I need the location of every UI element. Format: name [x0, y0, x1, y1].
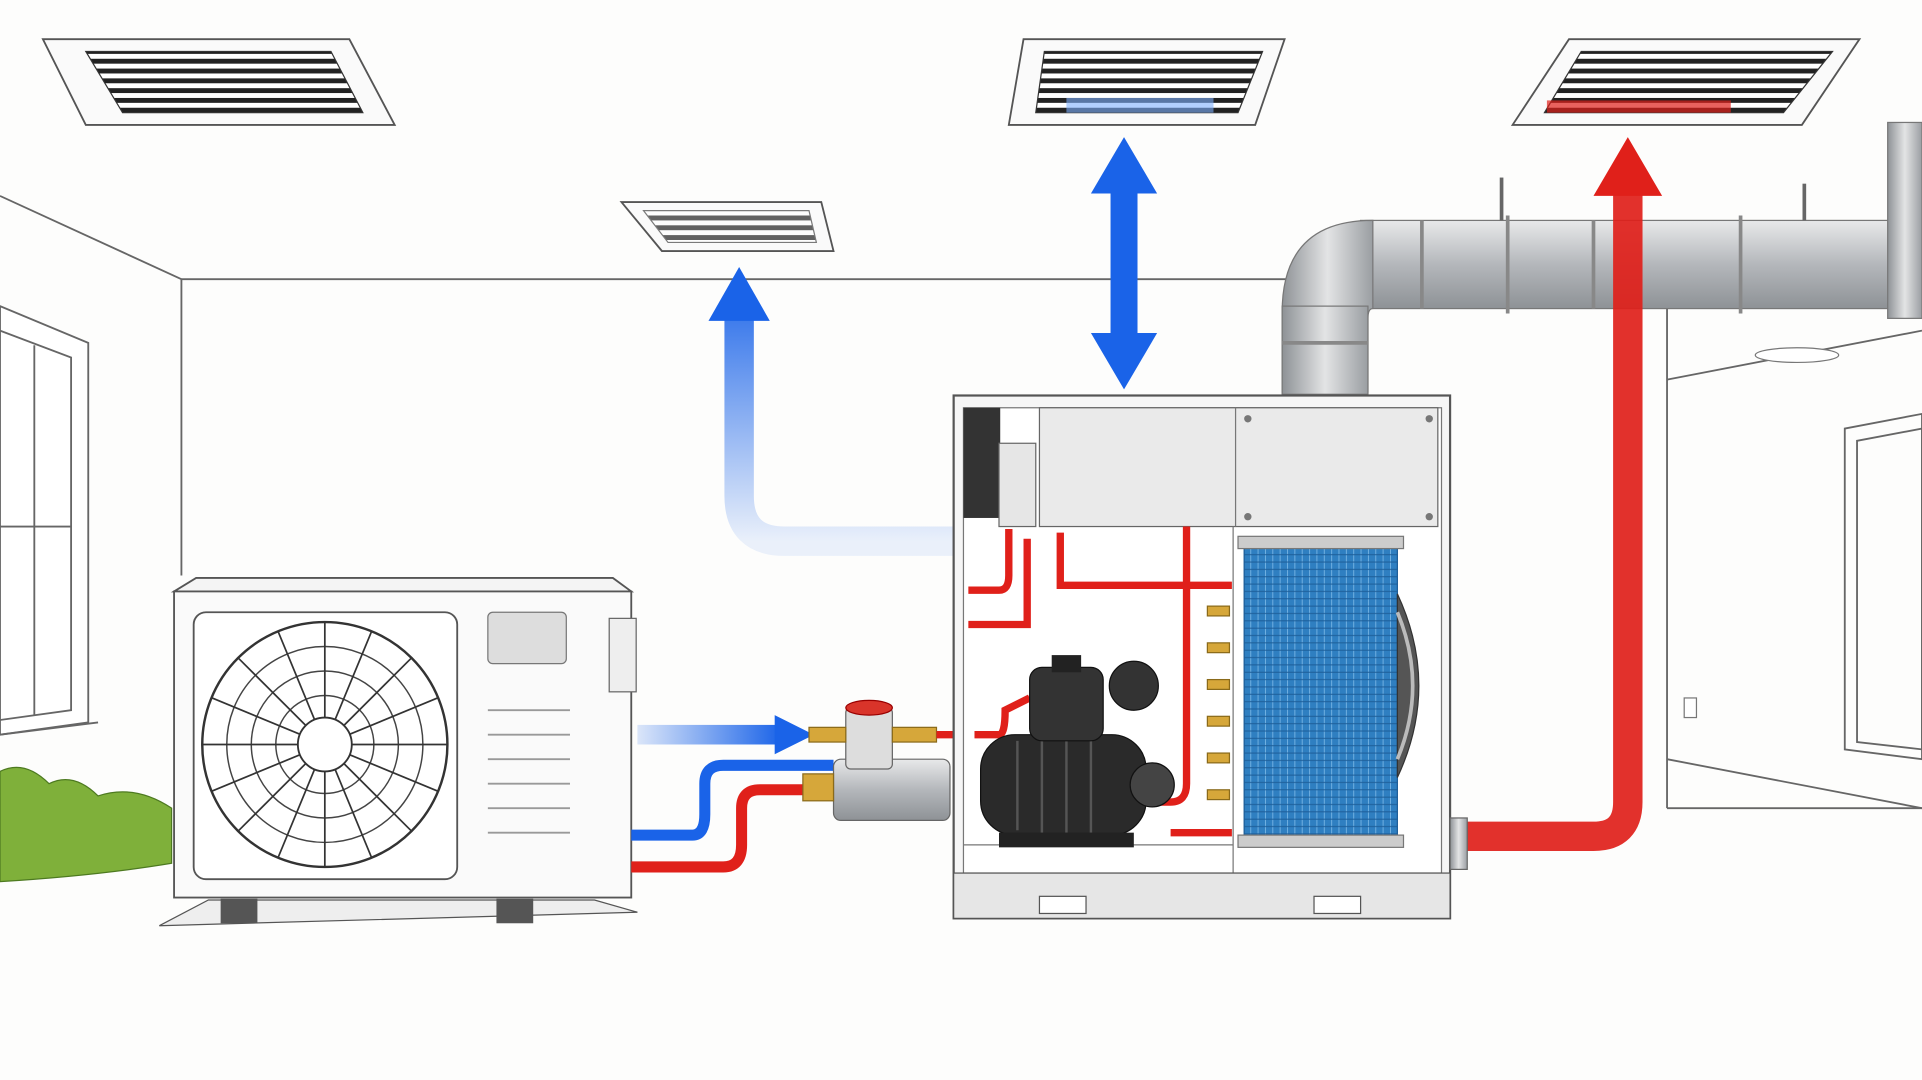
- warm-return-flow: [1464, 137, 1663, 852]
- arrow-up-icon: [1593, 137, 1663, 196]
- coil-icon: [1243, 544, 1398, 840]
- refrigerant-lines: [631, 759, 834, 873]
- arrow-up-icon: [1090, 137, 1158, 194]
- bidirectional-flow: [1090, 137, 1158, 390]
- ceiling-vent: [1510, 38, 1862, 126]
- refrigerant-inlet-flow: [637, 715, 814, 755]
- motor-icon: [979, 734, 1147, 836]
- cool-supply-flow: [708, 266, 975, 556]
- ceiling-light: [1754, 347, 1840, 364]
- arrow-right-icon: [774, 715, 814, 755]
- arrow-up-icon: [708, 266, 770, 321]
- ceiling-vent: [41, 38, 397, 126]
- blower-motor: [979, 655, 1175, 848]
- valve-assembly: [802, 699, 975, 822]
- evaporator-coil: [1237, 535, 1405, 848]
- ceiling-vent: [619, 201, 835, 252]
- internal-piping: [968, 526, 1232, 837]
- brass-fittings: [1206, 605, 1231, 801]
- fan-icon: [201, 620, 449, 869]
- ceiling-vent: [1007, 38, 1286, 126]
- wall-outlet: [1683, 697, 1698, 719]
- arrow-down-icon: [1090, 333, 1158, 390]
- window: [0, 305, 99, 736]
- blower-wheel: [1395, 593, 1420, 778]
- door: [1843, 412, 1922, 761]
- outdoor-condenser-unit: [159, 577, 638, 927]
- grass: [0, 766, 173, 883]
